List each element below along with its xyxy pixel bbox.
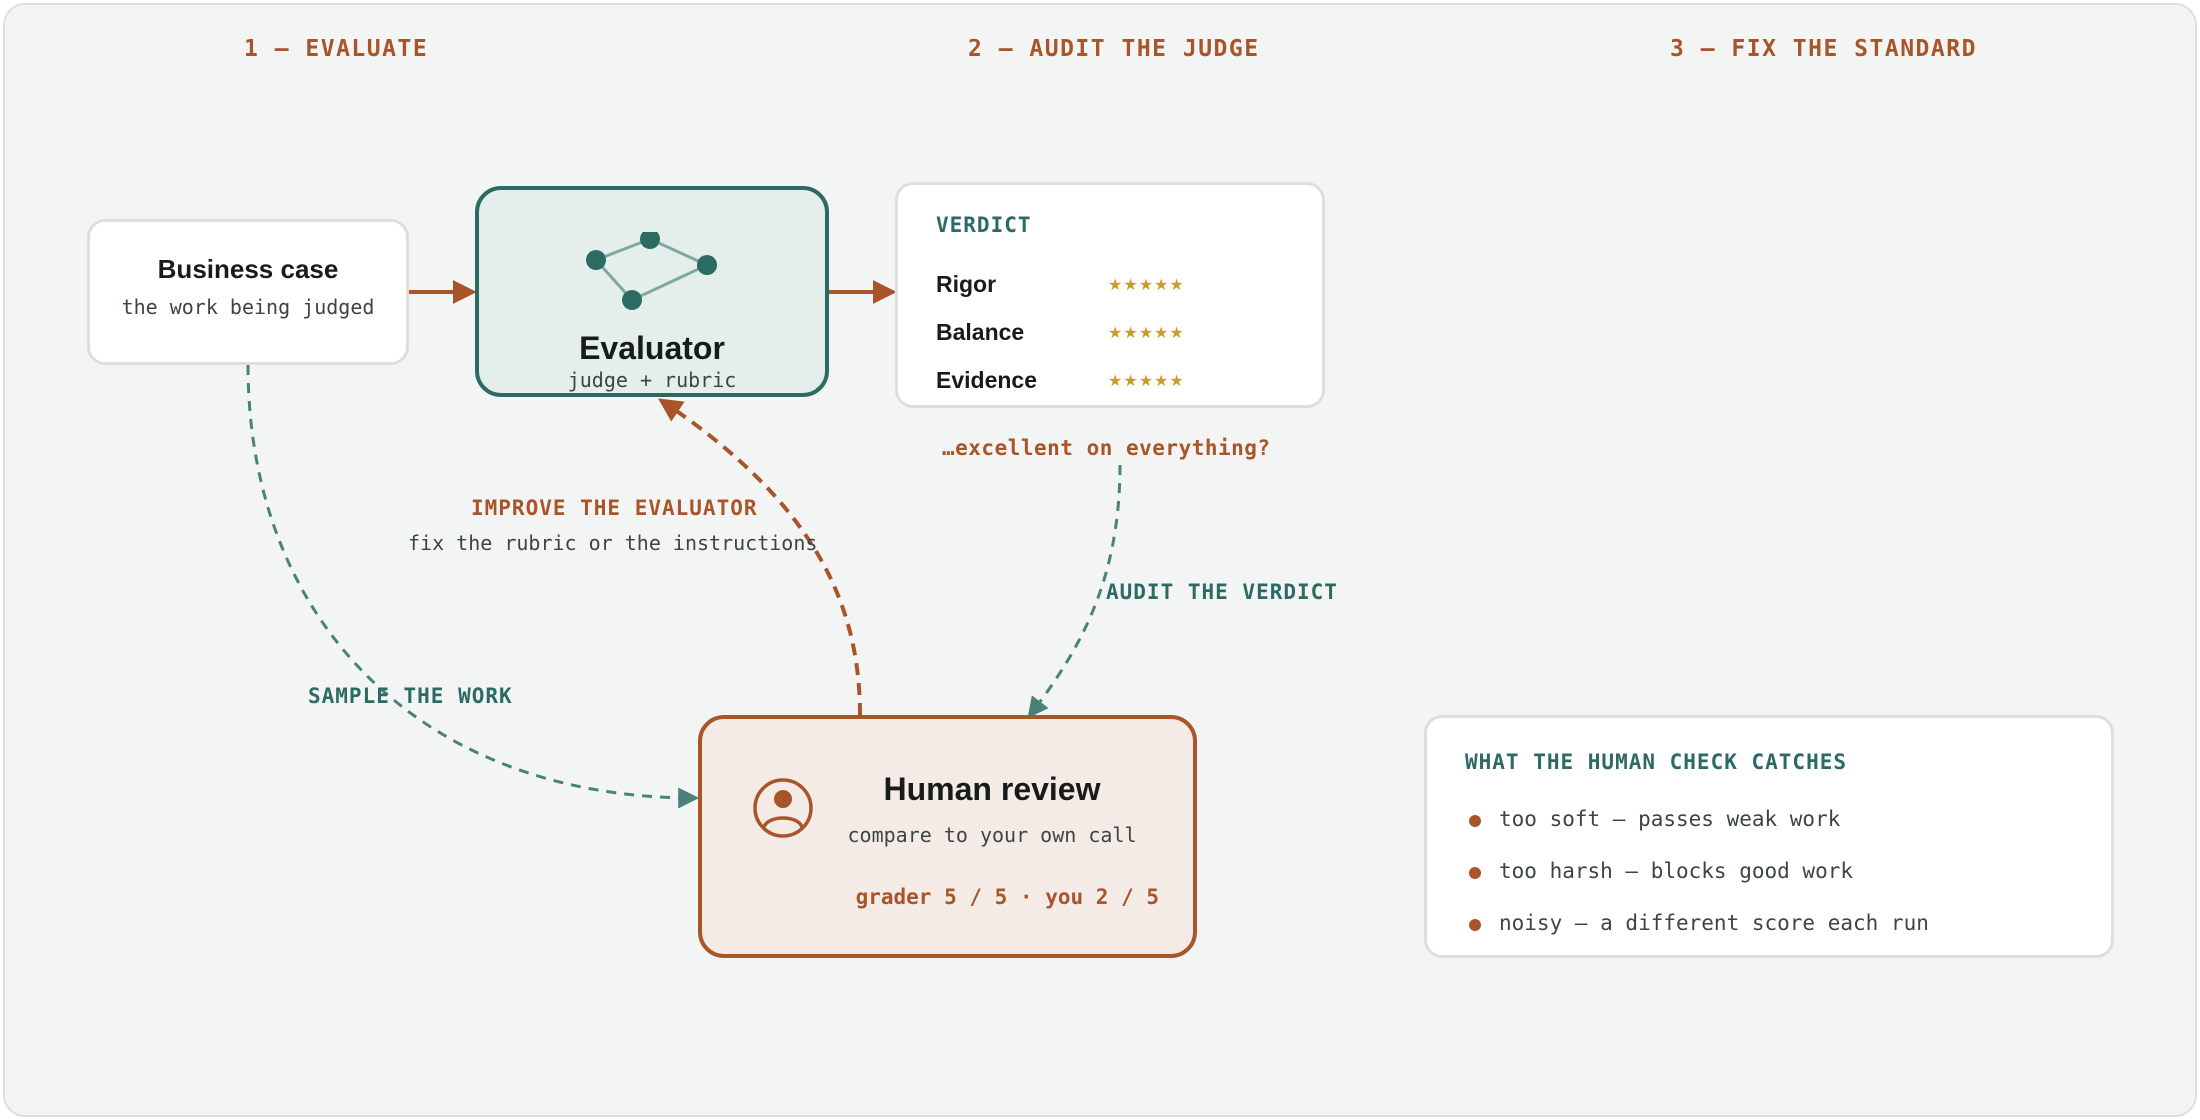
label-audit-the-verdict: AUDIT THE VERDICT <box>1106 580 1338 604</box>
verdict-row-evidence: Evidence ★★★★★ <box>936 367 1276 397</box>
evaluator-node: Evaluator judge + rubric <box>475 186 829 397</box>
network-graph-icon <box>586 232 717 310</box>
bullet-icon <box>1469 867 1481 879</box>
catches-heading: WHAT THE HUMAN CHECK CATCHES <box>1465 750 1848 774</box>
evaluator-title: Evaluator <box>579 330 725 366</box>
verdict-row-rigor: Rigor ★★★★★ <box>936 271 1276 301</box>
catches-item-text: too soft — passes weak work <box>1499 807 1841 831</box>
verdict-question: …excellent on everything? <box>942 436 1271 460</box>
step-2-audit-the-judge: 2 — AUDIT THE JUDGE <box>968 36 1260 62</box>
star-rating: ★★★★★ <box>1108 323 1185 342</box>
verdict-row-label: Evidence <box>936 367 1037 393</box>
catches-card: WHAT THE HUMAN CHECK CATCHES too soft — … <box>1424 715 2114 958</box>
human-review-subtitle: compare to your own call <box>847 823 1137 847</box>
business-case-title: Business case <box>157 254 339 284</box>
label-improve-the-evaluator: IMPROVE THE EVALUATOR <box>471 496 758 520</box>
bullet-icon <box>1469 919 1481 931</box>
arrow-audit-the-verdict <box>1027 464 1122 719</box>
catches-item-text: noisy — a different score each run <box>1499 911 1929 935</box>
arrow-sample-the-work <box>246 364 700 809</box>
verdict-row-label: Rigor <box>936 271 997 297</box>
star-rating: ★★★★★ <box>1108 275 1185 294</box>
verdict-row-balance: Balance ★★★★★ <box>936 319 1276 349</box>
human-review-node: Human review compare to your own call gr… <box>698 715 1197 958</box>
business-case-subtitle: the work being judged <box>121 295 375 319</box>
label-sample-the-work: SAMPLE THE WORK <box>308 684 513 708</box>
label-improve-subtitle: fix the rubric or the instructions <box>408 531 818 555</box>
catches-item-text: too harsh — blocks good work <box>1499 859 1854 883</box>
person-icon <box>753 778 813 838</box>
step-1-evaluate: 1 — EVALUATE <box>244 36 429 62</box>
verdict-heading: VERDICT <box>936 213 1032 237</box>
bullet-icon <box>1469 815 1481 827</box>
human-review-title: Human review <box>883 771 1101 807</box>
grade-comparison: grader 5 / 5 · you 2 / 5 <box>855 885 1159 909</box>
arrow-improve-the-evaluator <box>658 398 862 716</box>
star-rating: ★★★★★ <box>1108 371 1185 390</box>
business-case-node: Business case the work being judged <box>87 219 409 365</box>
verdict-card: VERDICT Rigor ★★★★★ Balance ★★★★★ Eviden… <box>895 182 1325 408</box>
step-3-fix-the-standard: 3 — FIX THE STANDARD <box>1670 36 1977 62</box>
evaluator-subtitle: judge + rubric <box>567 368 737 392</box>
verdict-row-label: Balance <box>936 319 1025 345</box>
